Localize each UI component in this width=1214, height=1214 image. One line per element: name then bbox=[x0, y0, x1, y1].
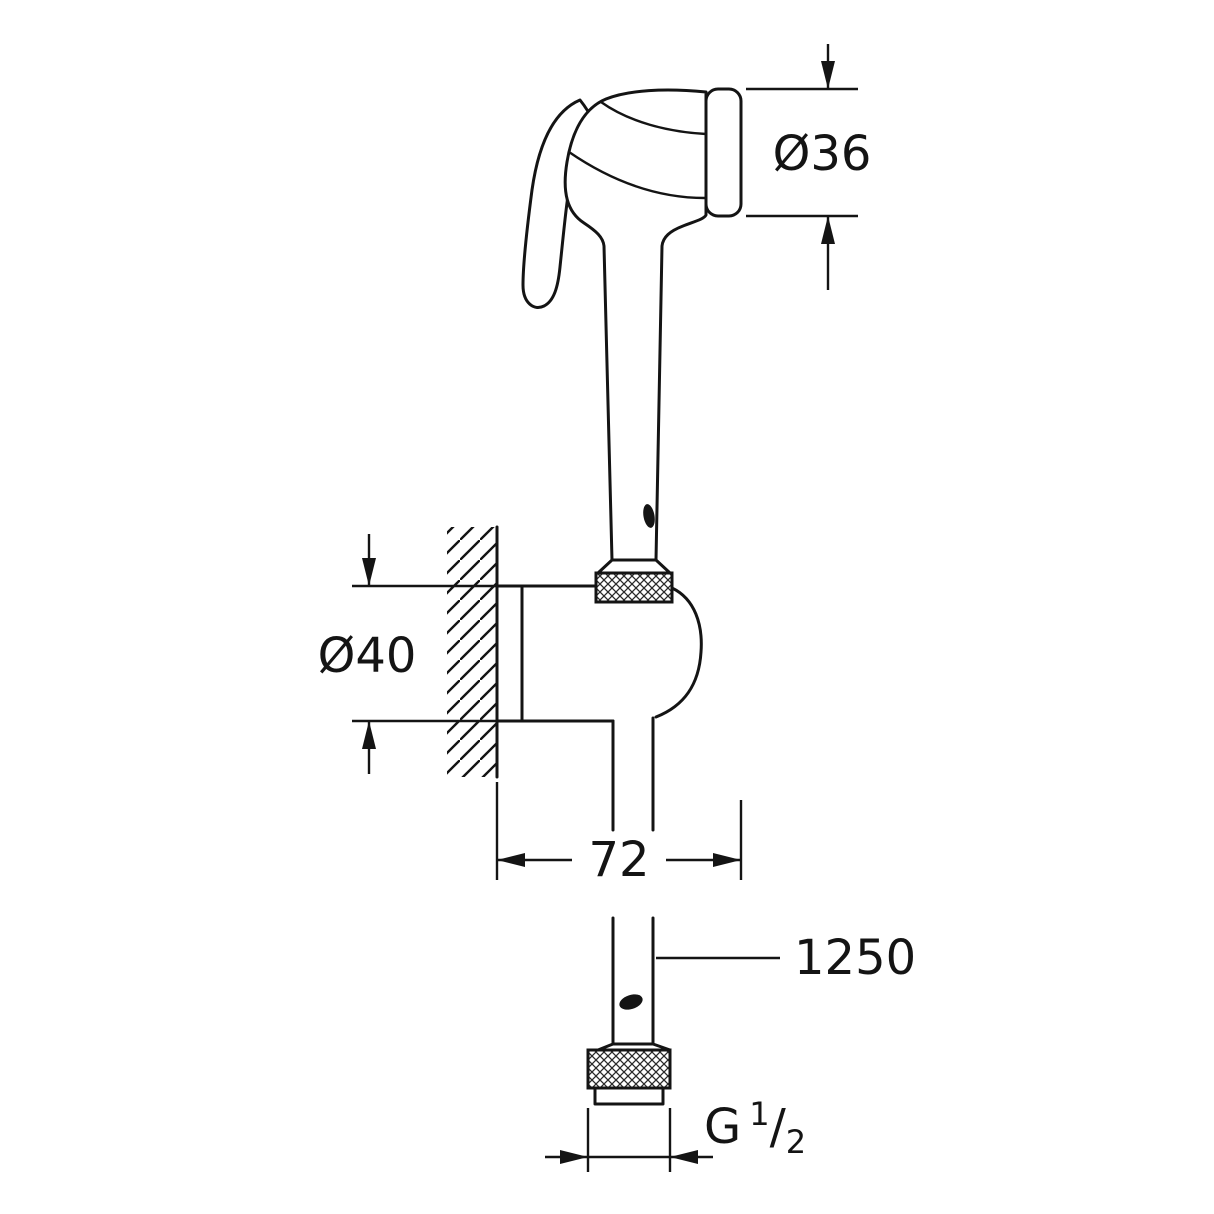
dim-holder-diameter: Ø40 bbox=[318, 534, 497, 774]
arrow-left-icon bbox=[497, 853, 525, 867]
dim72-label: 72 bbox=[588, 832, 649, 888]
arrow-right-icon bbox=[560, 1150, 588, 1164]
thread-slash: / bbox=[770, 1099, 787, 1155]
wall-holder bbox=[495, 584, 703, 723]
head-crease-lower bbox=[567, 150, 707, 200]
coupling-nut-upper bbox=[594, 571, 674, 604]
dim-face-diameter: Ø36 bbox=[746, 44, 871, 290]
connector-collar bbox=[593, 1086, 665, 1106]
spray-face-plate bbox=[704, 87, 743, 218]
arrow-left-icon bbox=[670, 1150, 698, 1164]
hose-lower-assembly bbox=[586, 916, 672, 1106]
wall-section bbox=[447, 525, 499, 779]
thread-numerator: 1 bbox=[749, 1095, 769, 1133]
thread-denominator: 2 bbox=[786, 1123, 806, 1161]
dim40-label: Ø40 bbox=[318, 628, 417, 684]
head-crease-upper bbox=[599, 100, 708, 136]
handle-cone bbox=[596, 558, 672, 575]
thread-g: G bbox=[704, 1099, 741, 1155]
arrow-up-icon bbox=[362, 721, 376, 749]
holder-bulge bbox=[654, 586, 703, 719]
arrow-down-icon bbox=[362, 558, 376, 586]
connector-nut bbox=[586, 1048, 672, 1090]
handle-marking bbox=[643, 504, 655, 528]
handspray bbox=[563, 87, 743, 604]
arrow-up-icon bbox=[821, 216, 835, 244]
hose-label-mark bbox=[619, 994, 643, 1010]
arrow-down-icon bbox=[821, 61, 835, 89]
dim1250-label: 1250 bbox=[794, 930, 916, 986]
dim36-label: Ø36 bbox=[773, 126, 872, 182]
arrow-right-icon bbox=[713, 853, 741, 867]
dim-hose-length: 1250 bbox=[656, 930, 916, 986]
handspray-body bbox=[563, 88, 708, 562]
hose-upper bbox=[611, 716, 655, 832]
dim-wall-offset: 72 bbox=[495, 782, 743, 888]
wall-hatching bbox=[447, 527, 497, 777]
